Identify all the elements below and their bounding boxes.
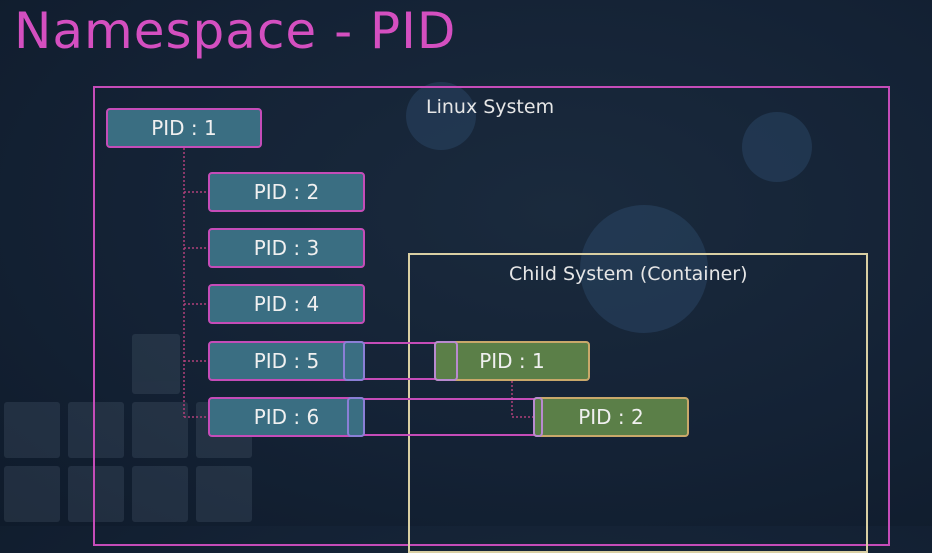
child-system-label: Child System (Container) — [509, 263, 748, 285]
background-circle — [406, 82, 476, 150]
background-pattern — [0, 330, 270, 526]
background-circle — [580, 205, 708, 333]
host-pid-1: PID : 1 — [106, 108, 262, 148]
slide-title: Namespace - PID — [14, 2, 457, 60]
host-pid-2: PID : 2 — [208, 172, 365, 212]
host-pid-4: PID : 4 — [208, 284, 365, 324]
pid-6-mapping-cap — [347, 397, 365, 437]
host-pid-5: PID : 5 — [208, 341, 365, 381]
container-pid-2-mapping-cap — [533, 397, 543, 437]
host-pid-6: PID : 6 — [208, 397, 365, 437]
host-pid-3: PID : 3 — [208, 228, 365, 268]
process-tree-connectors — [183, 148, 542, 436]
background-circle — [742, 112, 812, 182]
container-pid-1: PID : 1 — [434, 341, 590, 381]
linux-system-label: Linux System — [426, 96, 555, 118]
container-pid-2: PID : 2 — [533, 397, 689, 437]
pid-5-mapping-cap — [343, 341, 365, 381]
container-pid-1-mapping-cap — [434, 341, 458, 381]
